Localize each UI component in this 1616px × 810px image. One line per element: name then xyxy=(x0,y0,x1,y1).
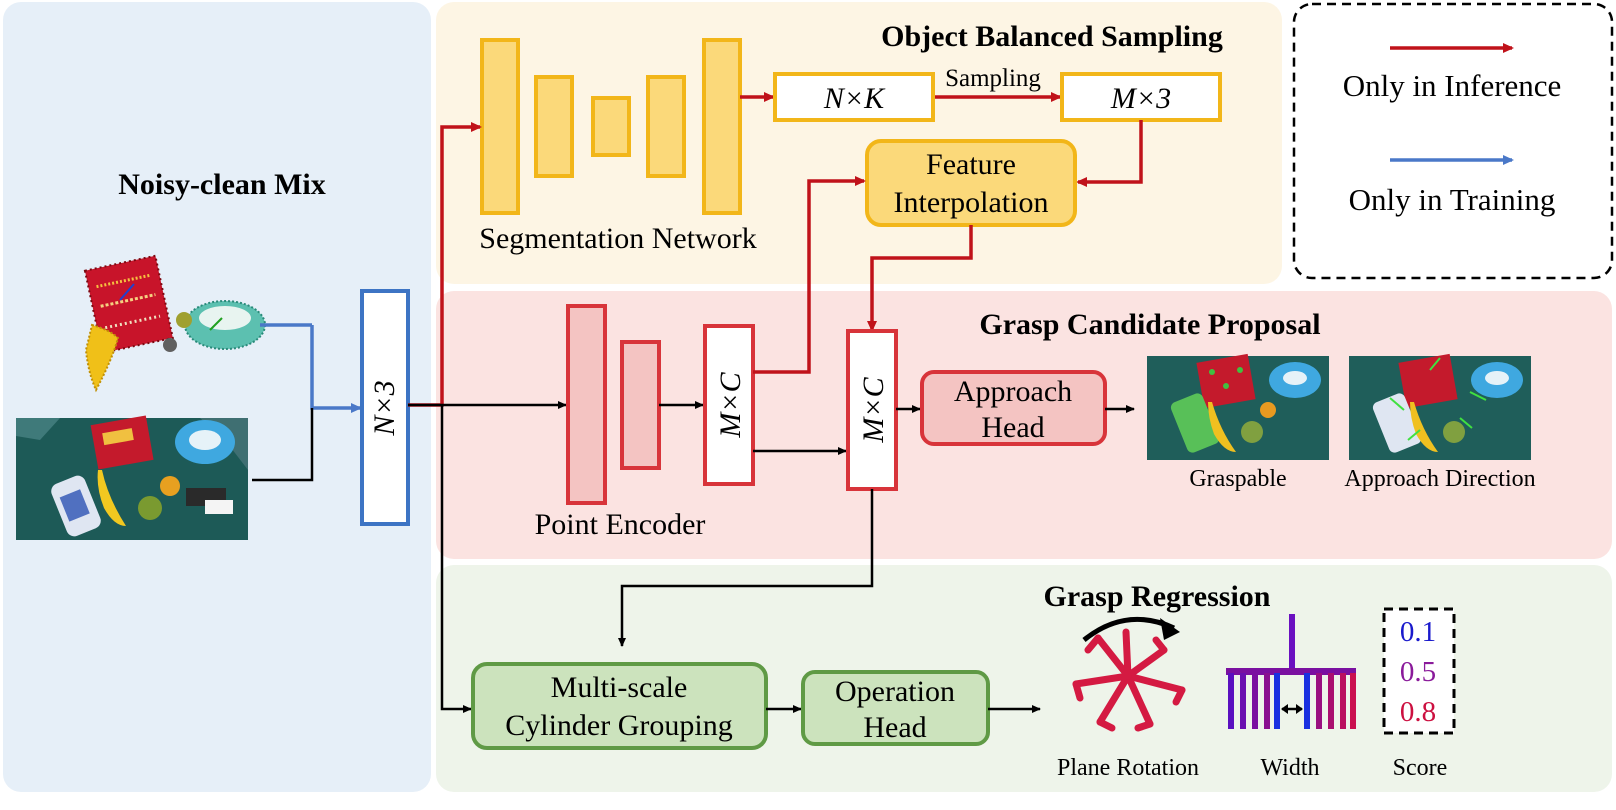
point-encoder-label: Point Encoder xyxy=(535,508,706,541)
cylinder-grouping-label-1: Multi-scale xyxy=(551,671,688,704)
cylinder-grouping-box xyxy=(471,662,768,750)
seg-layer-2 xyxy=(534,75,574,178)
noisy-scene-image xyxy=(16,415,248,540)
seg-layer-3 xyxy=(591,96,631,157)
encoder-layer-2 xyxy=(620,340,661,470)
grasp-regression-title: Grasp Regression xyxy=(1044,580,1271,613)
noisy-clean-mix-panel xyxy=(3,2,431,792)
input-points-box xyxy=(360,289,410,526)
score-value-1: 0.1 xyxy=(1400,616,1436,648)
approach-direction-label: Approach Direction xyxy=(1344,466,1535,492)
score-value-3: 0.8 xyxy=(1400,696,1436,728)
sampling-label: Sampling xyxy=(945,65,1041,92)
score-box xyxy=(1382,607,1456,735)
seg-layer-4 xyxy=(646,75,686,178)
score-label: Score xyxy=(1393,755,1448,781)
seg-layer-1 xyxy=(480,38,520,215)
graspable-label: Graspable xyxy=(1189,466,1286,492)
encoder-output-label: M×C xyxy=(714,371,747,438)
operation-head-label-2: Head xyxy=(863,711,926,744)
seg-layer-5 xyxy=(702,38,742,215)
approach-head-label-1: Approach xyxy=(954,375,1072,408)
fused-to-grouping-arrow xyxy=(618,489,874,647)
object-balanced-sampling-title: Object Balanced Sampling xyxy=(881,20,1223,53)
nk-box xyxy=(773,72,935,122)
fused-feature-label: M×C xyxy=(857,376,890,443)
m3-box xyxy=(1060,72,1222,122)
input-to-grouping-arrow xyxy=(440,405,472,713)
nk-label: N×K xyxy=(823,82,886,115)
scene-to-mix-line xyxy=(252,408,314,482)
noisy-clean-mix-title: Noisy-clean Mix xyxy=(118,168,325,201)
legend-box xyxy=(1292,2,1614,280)
clean-objects-point-cloud xyxy=(83,254,266,393)
feature-interpolation-label-2: Interpolation xyxy=(894,186,1049,219)
approach-head-label-2: Head xyxy=(981,411,1044,444)
training-legend-label: Only in Training xyxy=(1349,182,1556,217)
fused-feature-box xyxy=(846,329,898,491)
m3-label: M×3 xyxy=(1110,82,1171,115)
grasp-candidate-proposal-title: Grasp Candidate Proposal xyxy=(979,308,1320,341)
input-points-label: N×3 xyxy=(368,380,401,436)
encoder-layer-1 xyxy=(566,304,607,505)
feature-interpolation-label-1: Feature xyxy=(926,148,1016,181)
segmentation-network-label: Segmentation Network xyxy=(479,222,756,255)
inference-legend-label: Only in Inference xyxy=(1343,68,1562,103)
plane-rotation-icon xyxy=(1072,616,1186,732)
graspable-output-image xyxy=(1147,353,1329,460)
point-encoder xyxy=(566,304,661,505)
encoder-to-interp-arrow xyxy=(753,176,866,374)
approach-direction-output-image xyxy=(1349,353,1531,460)
encoder-output-box xyxy=(703,324,755,486)
width-gripper-icon xyxy=(1226,614,1356,729)
width-label: Width xyxy=(1260,755,1319,781)
segmentation-network xyxy=(480,38,742,215)
interp-to-fused-arrow xyxy=(867,225,973,332)
cylinder-grouping-label-2: Cylinder Grouping xyxy=(505,709,732,742)
operation-head-label-1: Operation xyxy=(835,675,955,708)
m3-to-interp-arrow xyxy=(1076,120,1143,187)
plane-rotation-label: Plane Rotation xyxy=(1057,755,1199,781)
score-value-2: 0.5 xyxy=(1400,656,1436,688)
